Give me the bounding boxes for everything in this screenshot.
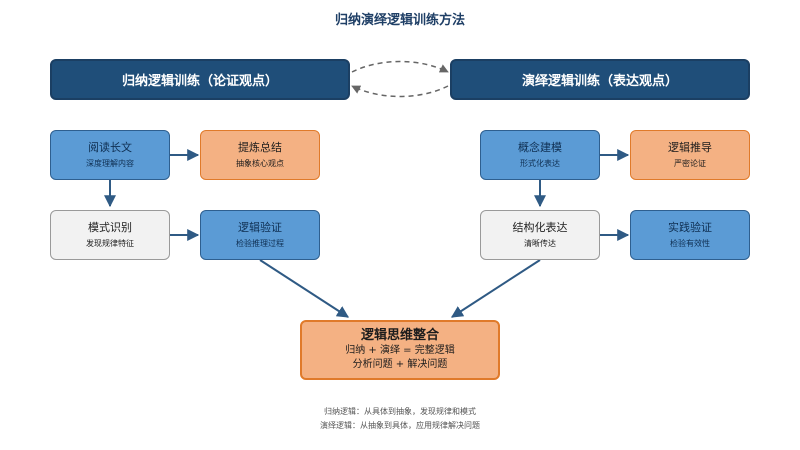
node-concept: 概念建模 形式化表达 — [480, 130, 600, 180]
node-concept-sub: 形式化表达 — [520, 158, 560, 168]
node-practice-title: 实践验证 — [668, 220, 712, 234]
node-verify-sub: 检验推理过程 — [236, 238, 284, 248]
node-integration-line1: 归纳 + 演绎 = 完整逻辑 — [345, 345, 455, 356]
header-inductive: 归纳逻辑训练（论证观点） — [50, 59, 350, 100]
node-verify: 逻辑验证 检验推理过程 — [200, 210, 320, 260]
header-cycle-top-arrow — [351, 60, 449, 73]
node-read-title: 阅读长文 — [88, 140, 132, 154]
node-read-sub: 深度理解内容 — [86, 158, 134, 168]
node-integration-title: 逻辑思维整合 — [360, 328, 439, 343]
node-integration: 逻辑思维整合 归纳 + 演绎 = 完整逻辑 分析问题 + 解决问题 — [300, 320, 500, 380]
footnote-inductive: 归纳逻辑：从具体到抽象，发现规律和模式 — [324, 407, 476, 416]
node-pattern-sub: 发现规律特征 — [86, 238, 134, 248]
diagram-title: 归纳演绎逻辑训练方法 — [334, 13, 465, 28]
node-practice: 实践验证 检验有效性 — [630, 210, 750, 260]
node-reason-title: 逻辑推导 — [668, 140, 712, 154]
node-extract-title: 提炼总结 — [238, 140, 282, 154]
arrow-verify-to-final — [259, 259, 350, 318]
node-structure-sub: 清晰传达 — [524, 238, 556, 248]
footnote-deductive: 演绎逻辑：从抽象到具体，应用规律解决问题 — [320, 421, 480, 430]
node-reason: 逻辑推导 严密论证 — [630, 130, 750, 180]
node-pattern-title: 模式识别 — [88, 220, 132, 234]
header-inductive-label: 归纳逻辑训练（论证观点） — [121, 74, 278, 89]
node-reason-sub: 严密论证 — [674, 158, 706, 168]
header-deductive: 演绎逻辑训练（表达观点） — [450, 59, 750, 100]
footnotes: 归纳逻辑：从具体到抽象，发现规律和模式 演绎逻辑：从抽象到具体，应用规律解决问题 — [0, 405, 800, 433]
header-deductive-label: 演绎逻辑训练（表达观点） — [521, 74, 678, 89]
node-read: 阅读长文 深度理解内容 — [50, 130, 170, 180]
node-integration-line2: 分析问题 + 解决问题 — [352, 359, 448, 370]
node-practice-sub: 检验有效性 — [670, 238, 710, 248]
node-structure-title: 结构化表达 — [512, 220, 568, 234]
node-extract-sub: 抽象核心观点 — [236, 158, 284, 168]
node-concept-title: 概念建模 — [518, 140, 562, 154]
arrow-structure-to-final — [450, 259, 541, 318]
node-extract: 提炼总结 抽象核心观点 — [200, 130, 320, 180]
node-pattern: 模式识别 发现规律特征 — [50, 210, 170, 260]
header-cycle-bottom-arrow — [351, 85, 449, 98]
node-structure: 结构化表达 清晰传达 — [480, 210, 600, 260]
node-verify-title: 逻辑验证 — [238, 220, 282, 234]
